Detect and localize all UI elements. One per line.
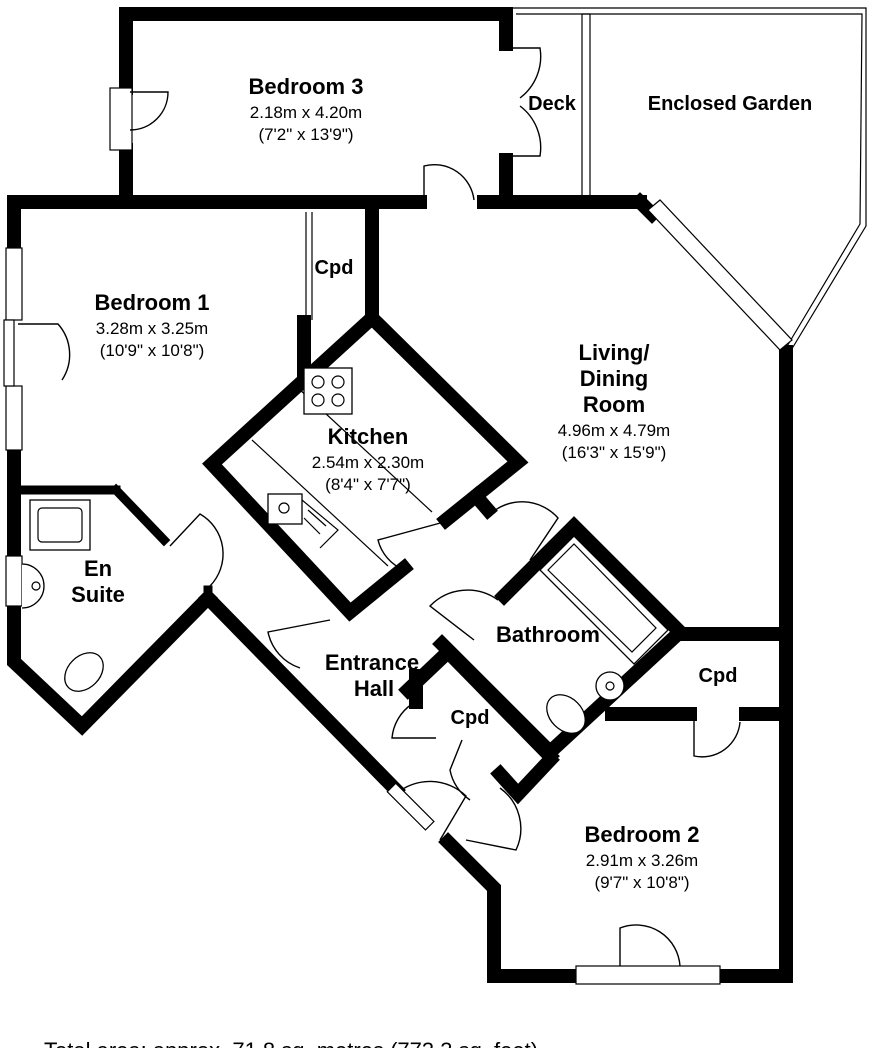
basin-icon: [595, 671, 625, 701]
living-dim-m: 4.96m x 4.79m: [558, 421, 670, 440]
cpd-hall-label: Cpd: [451, 707, 490, 729]
bedroom1-name: Bedroom 1: [95, 290, 210, 315]
sink-icon: [267, 493, 339, 549]
living-name-line3: Room: [583, 392, 645, 417]
bedroom1-dim-m: 3.28m x 3.25m: [96, 319, 208, 338]
hall-walls: [398, 642, 560, 805]
bedroom3-dim-ft: (7'2" x 13'9"): [258, 125, 353, 144]
living-bay-window: [647, 199, 793, 351]
east-walls: [438, 192, 793, 983]
ensuite-basin-icon: [21, 563, 45, 609]
kitchen-name: Kitchen: [328, 424, 409, 449]
bathroom-name: Bathroom: [496, 622, 600, 647]
living-name-line2: Dining: [580, 366, 648, 391]
ensuite-name-line2: Suite: [71, 582, 125, 607]
kitchen-dim-m: 2.54m x 2.30m: [312, 453, 424, 472]
doors: [18, 47, 741, 985]
ensuite-window: [5, 555, 23, 607]
bedroom3-window: [109, 87, 133, 151]
kitchen-walls: [202, 308, 529, 622]
hob-icon: [303, 367, 353, 415]
west-walls: [3, 195, 406, 800]
ensuite-fixtures: [21, 499, 104, 692]
deck-label: Deck: [528, 93, 577, 115]
bedroom2-dim-ft: (9'7" x 10'8"): [594, 873, 689, 892]
ensuite-walls: [17, 483, 213, 603]
living-dim-ft: (16'3" x 15'9"): [562, 443, 667, 462]
ensuite-toilet-icon: [64, 652, 104, 692]
hall-name-line1: Entrance: [325, 650, 419, 675]
bedroom1-window-upper: [5, 247, 23, 321]
living-name-line1: Living/: [579, 340, 650, 365]
bedroom1-dim-ft: (10'9" x 10'8"): [100, 341, 205, 360]
bedroom2-window: [575, 965, 721, 985]
cpd-top-label: Cpd: [315, 257, 354, 279]
garden-label: Enclosed Garden: [648, 93, 813, 115]
garden-enclosure: [512, 7, 867, 353]
toilet-icon: [546, 694, 586, 734]
total-area-text: Total area: approx. 71.8 sq. metres (773…: [44, 1038, 538, 1048]
cpd-right-label: Cpd: [699, 665, 738, 687]
bedroom3-name: Bedroom 3: [249, 74, 364, 99]
bedroom3-dim-m: 2.18m x 4.20m: [250, 103, 362, 122]
bedroom2-name: Bedroom 2: [585, 822, 700, 847]
labels: Bedroom 3 2.18m x 4.20m (7'2" x 13'9") D…: [71, 74, 812, 892]
kitchen-dim-ft: (8'4" x 7'7"): [325, 475, 411, 494]
bath-icon: [539, 535, 669, 665]
bedroom2-dim-m: 2.91m x 3.26m: [586, 851, 698, 870]
bedroom1-window-lower: [5, 385, 23, 451]
hall-name-line2: Hall: [354, 676, 394, 701]
cpd-top-walls: [297, 201, 379, 379]
ensuite-name-line1: En: [84, 556, 112, 581]
